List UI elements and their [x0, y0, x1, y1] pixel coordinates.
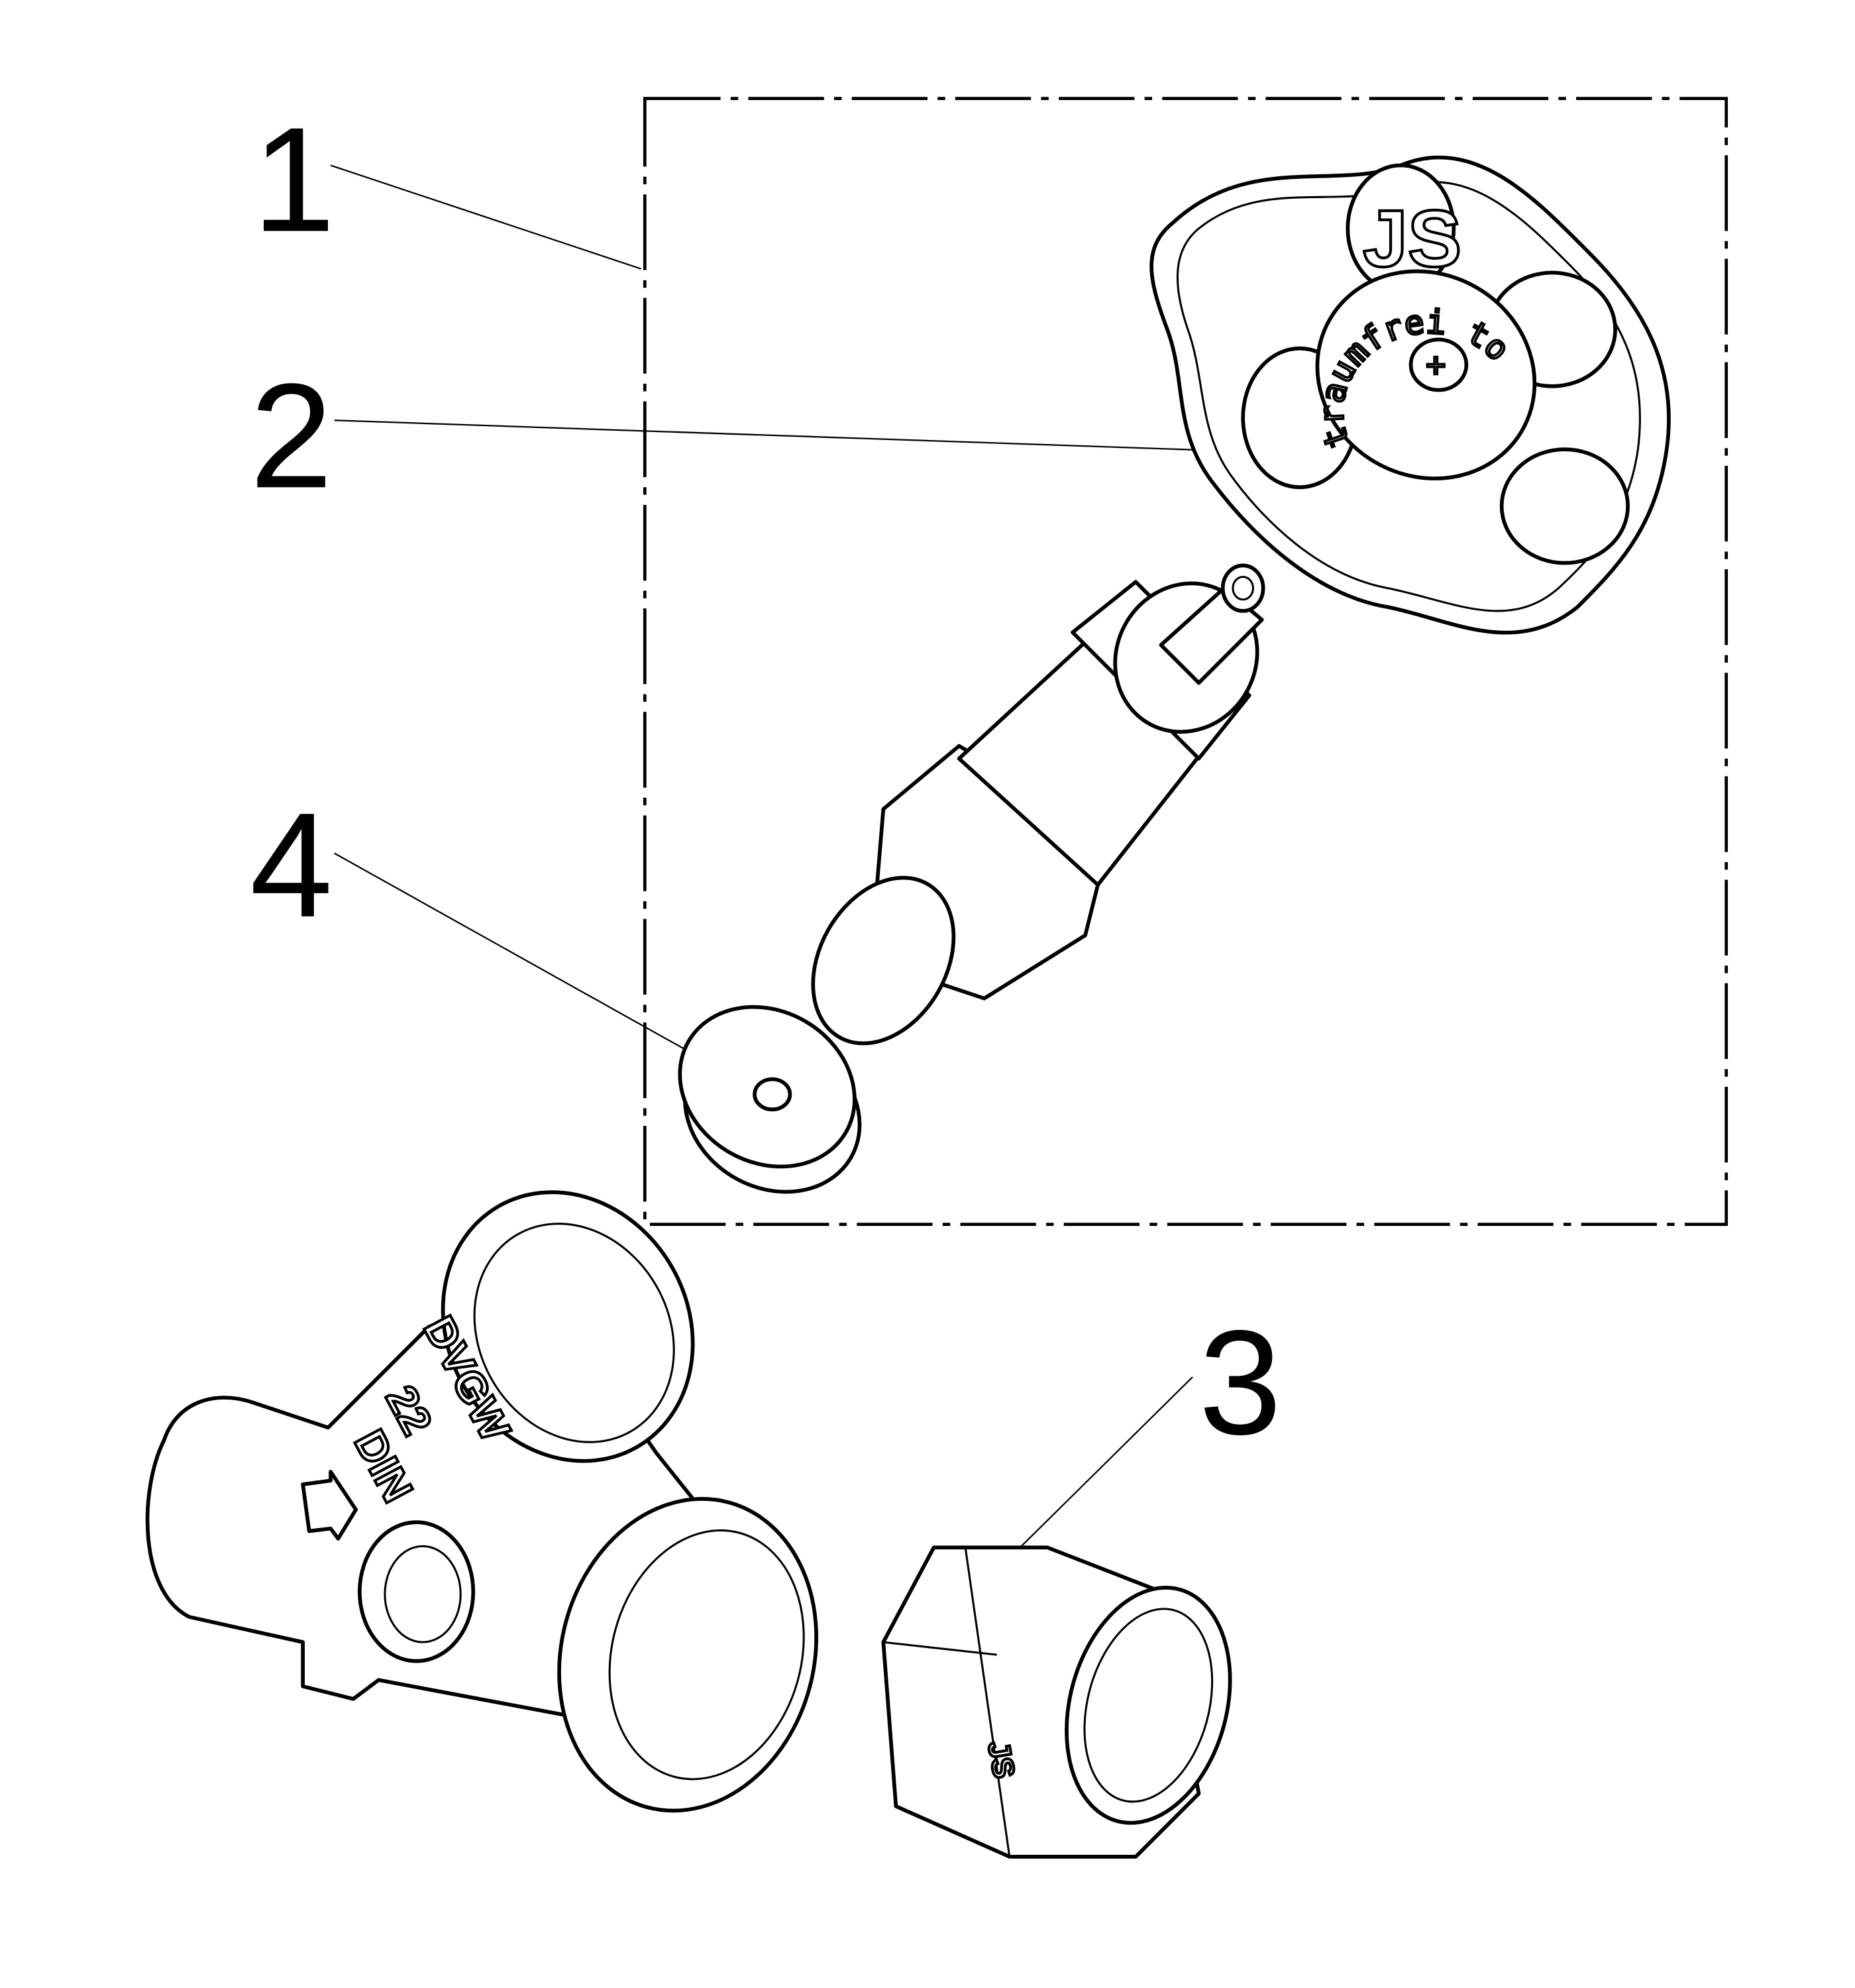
- callout-2: 2: [250, 353, 333, 519]
- handwheel: JS traumfrei to +: [1149, 155, 1671, 635]
- flow-arrow-icon: [301, 1470, 358, 1541]
- screw-icon: [1408, 337, 1469, 392]
- handwheel-brand-mark: JS: [1363, 193, 1461, 284]
- callout-1: 1: [252, 97, 335, 263]
- leader-line-2: [334, 419, 1218, 452]
- svg-text:+: +: [1426, 346, 1446, 384]
- assembly-boundary-box: [643, 97, 1728, 1226]
- callout-4: 4: [250, 782, 333, 948]
- valve-insert: [811, 563, 1265, 1046]
- valve-body: DVGW 22 DIN: [145, 1190, 818, 1813]
- callout-3: 3: [1199, 1299, 1282, 1466]
- leader-line-4: [334, 852, 730, 1075]
- washer: [678, 1005, 862, 1194]
- leader-line-1: [330, 164, 641, 270]
- union-nut: JS: [881, 1545, 1232, 1859]
- nut-marking: JS: [982, 1738, 1022, 1781]
